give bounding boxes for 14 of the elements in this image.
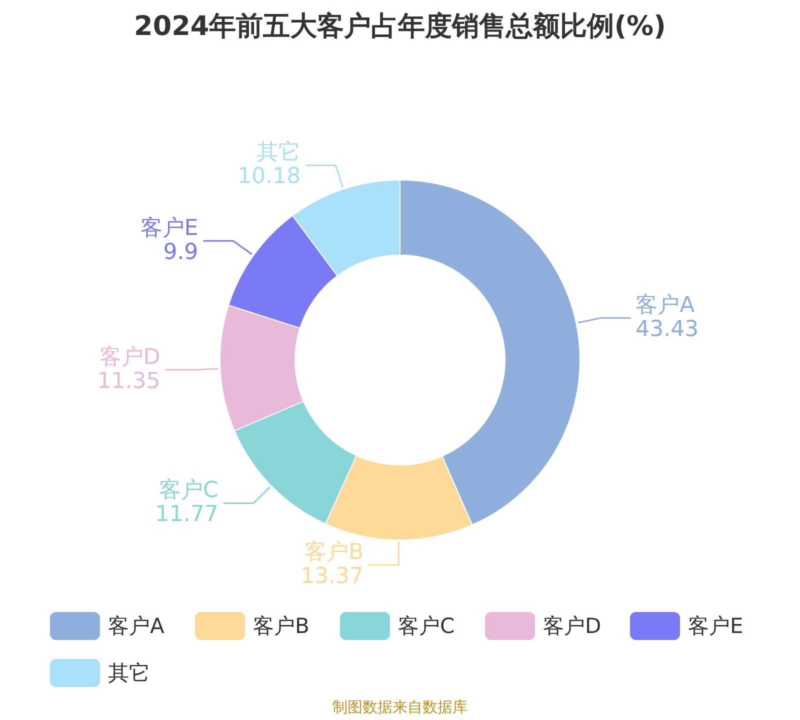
data-label: 客户C 11.77 [155, 479, 218, 528]
legend-label: 客户D [543, 613, 602, 640]
data-label: 其它 10.18 [238, 141, 301, 190]
data-label: 客户E 9.9 [140, 216, 198, 265]
legend-label: 客户E [688, 613, 744, 640]
data-label: 客户B 13.37 [300, 540, 364, 589]
data-label: 客户A 43.43 [636, 294, 699, 342]
legend-label: 客户A [108, 613, 164, 640]
legend-label: 客户C [398, 613, 455, 640]
source-note: 制图数据来自数据库 [332, 698, 468, 717]
legend-label: 客户B [253, 613, 310, 640]
data-label: 客户D 11.35 [97, 346, 160, 394]
chart-title: 2024年前五大客户占年度销售总额比例(%) [133, 10, 667, 44]
legend-label: 其它 [108, 660, 150, 687]
